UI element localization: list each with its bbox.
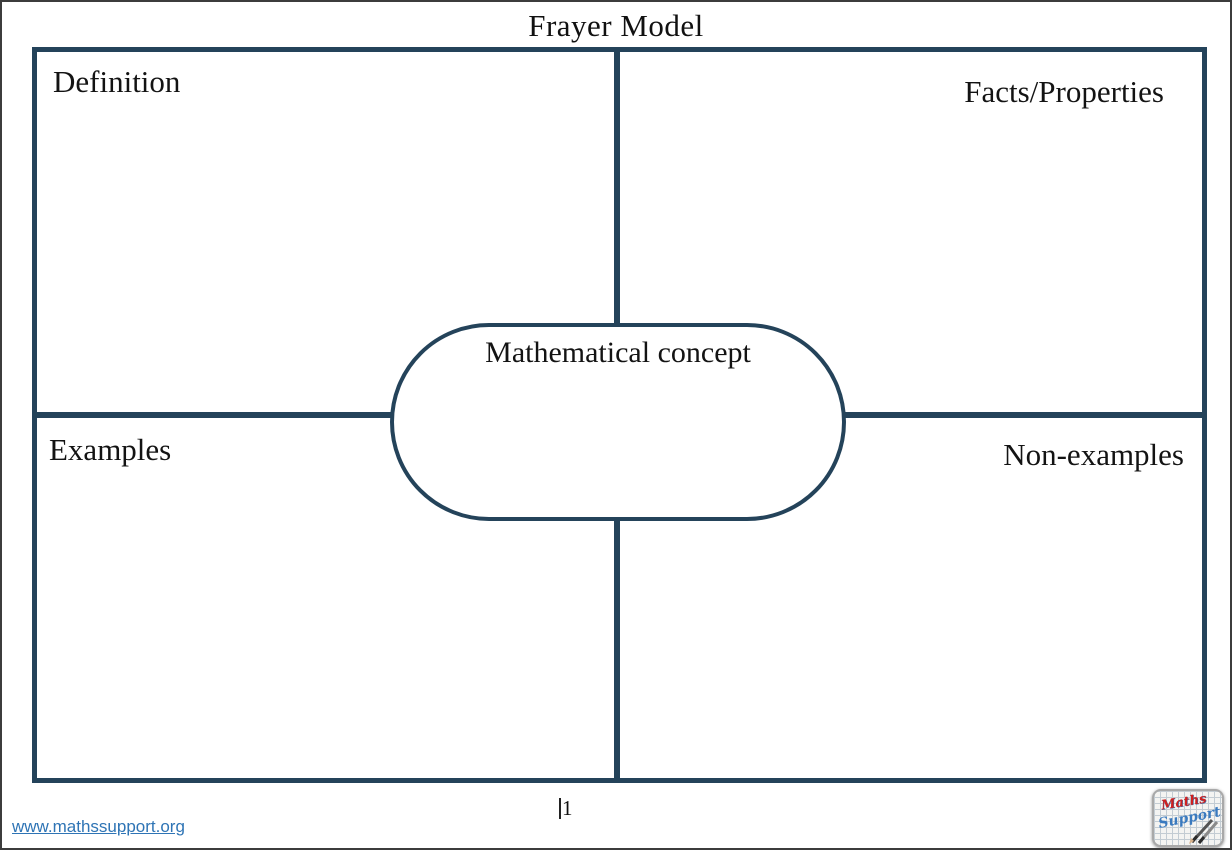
quadrant-non-examples-label: Non-examples xyxy=(1003,437,1184,472)
page-title: Frayer Model xyxy=(528,8,704,43)
text-cursor xyxy=(559,798,561,819)
quadrant-examples-label: Examples xyxy=(49,432,172,467)
page-number[interactable]: 1 xyxy=(559,796,573,821)
mathematical-concept-oval: Mathematical concept xyxy=(390,323,846,521)
frayer-model-frame: Definition Facts/Properties Examples Non… xyxy=(32,47,1207,783)
mathematical-concept-label: Mathematical concept xyxy=(485,336,751,369)
quadrant-facts-properties-label: Facts/Properties xyxy=(964,74,1164,109)
pencil-icon xyxy=(1189,818,1219,844)
page-number-value: 1 xyxy=(562,796,573,820)
quadrant-definition-label: Definition xyxy=(53,64,181,99)
footer-link[interactable]: www.mathssupport.org xyxy=(12,817,185,836)
maths-support-logo: Maths Support xyxy=(1152,789,1224,847)
